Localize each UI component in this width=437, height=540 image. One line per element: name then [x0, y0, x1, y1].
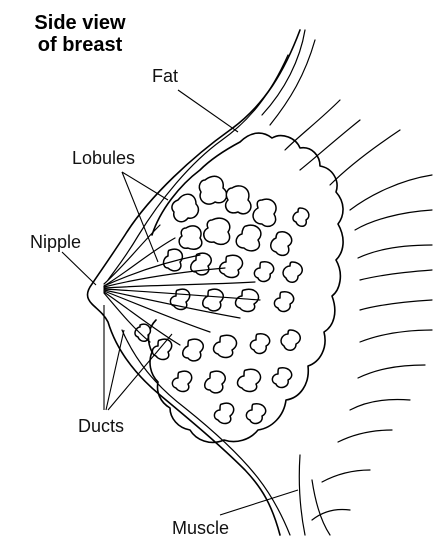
lobules-leader-1 [122, 172, 168, 200]
label-nipple: Nipple [30, 232, 81, 252]
lobules-upper [164, 176, 309, 282]
fat-leader [178, 90, 238, 132]
ducts-leader-2 [106, 330, 124, 410]
skin-lower-inner [122, 330, 290, 535]
label-fat: Fat [152, 66, 178, 86]
label-ducts: Ducts [78, 416, 124, 436]
lobules-lower [135, 289, 300, 423]
chest-wall-fibers [262, 30, 432, 535]
gland-boundary [149, 133, 344, 442]
label-muscle: Muscle [172, 518, 229, 538]
muscle-leader [220, 490, 298, 515]
lobules-leader-2 [122, 172, 158, 262]
label-lobules: Lobules [72, 148, 135, 168]
skin-outline [88, 30, 301, 535]
nipple-leader [62, 252, 96, 285]
